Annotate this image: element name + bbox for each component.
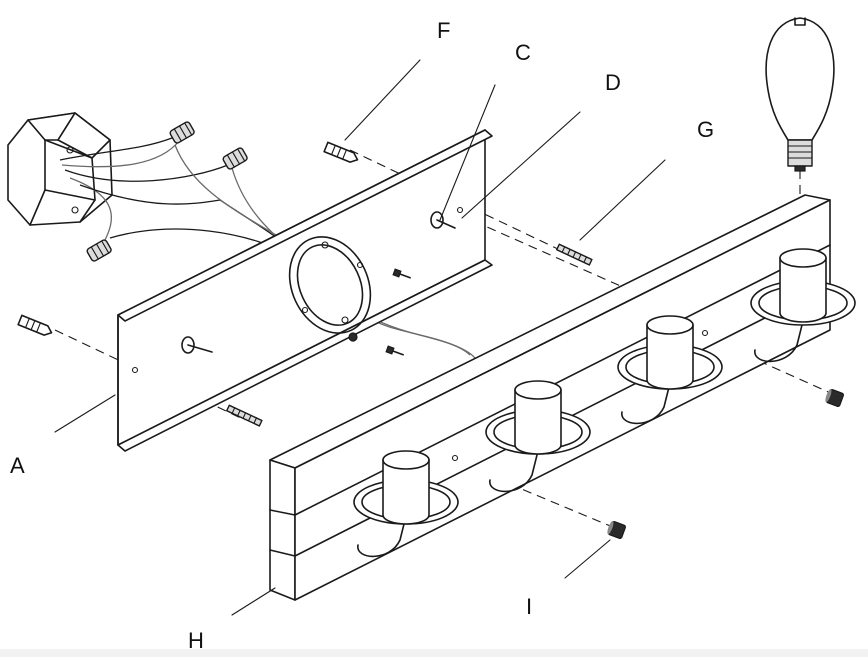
long-screws xyxy=(226,243,593,427)
label-g: G xyxy=(697,117,714,142)
label-c: C xyxy=(515,40,531,65)
wall-anchors xyxy=(17,141,359,336)
label-a: A xyxy=(10,453,25,478)
cap-nuts xyxy=(607,388,845,540)
label-f: F xyxy=(437,18,450,43)
socket-2 xyxy=(485,380,591,493)
callout-labels: A C D F G H I xyxy=(10,18,714,653)
sockets xyxy=(353,248,856,558)
label-d: D xyxy=(605,70,621,95)
junction-box xyxy=(7,112,113,226)
plate-screws xyxy=(181,211,456,356)
label-h: H xyxy=(188,628,204,653)
wire-nuts xyxy=(86,121,248,262)
light-bulb xyxy=(765,17,835,172)
socket-1 xyxy=(353,450,459,558)
bottom-strip xyxy=(0,649,868,657)
socket-4 xyxy=(750,248,856,363)
leader-lines xyxy=(54,59,666,616)
mounting-plate xyxy=(117,129,493,452)
socket-3 xyxy=(617,315,723,425)
label-i: I xyxy=(526,594,532,619)
